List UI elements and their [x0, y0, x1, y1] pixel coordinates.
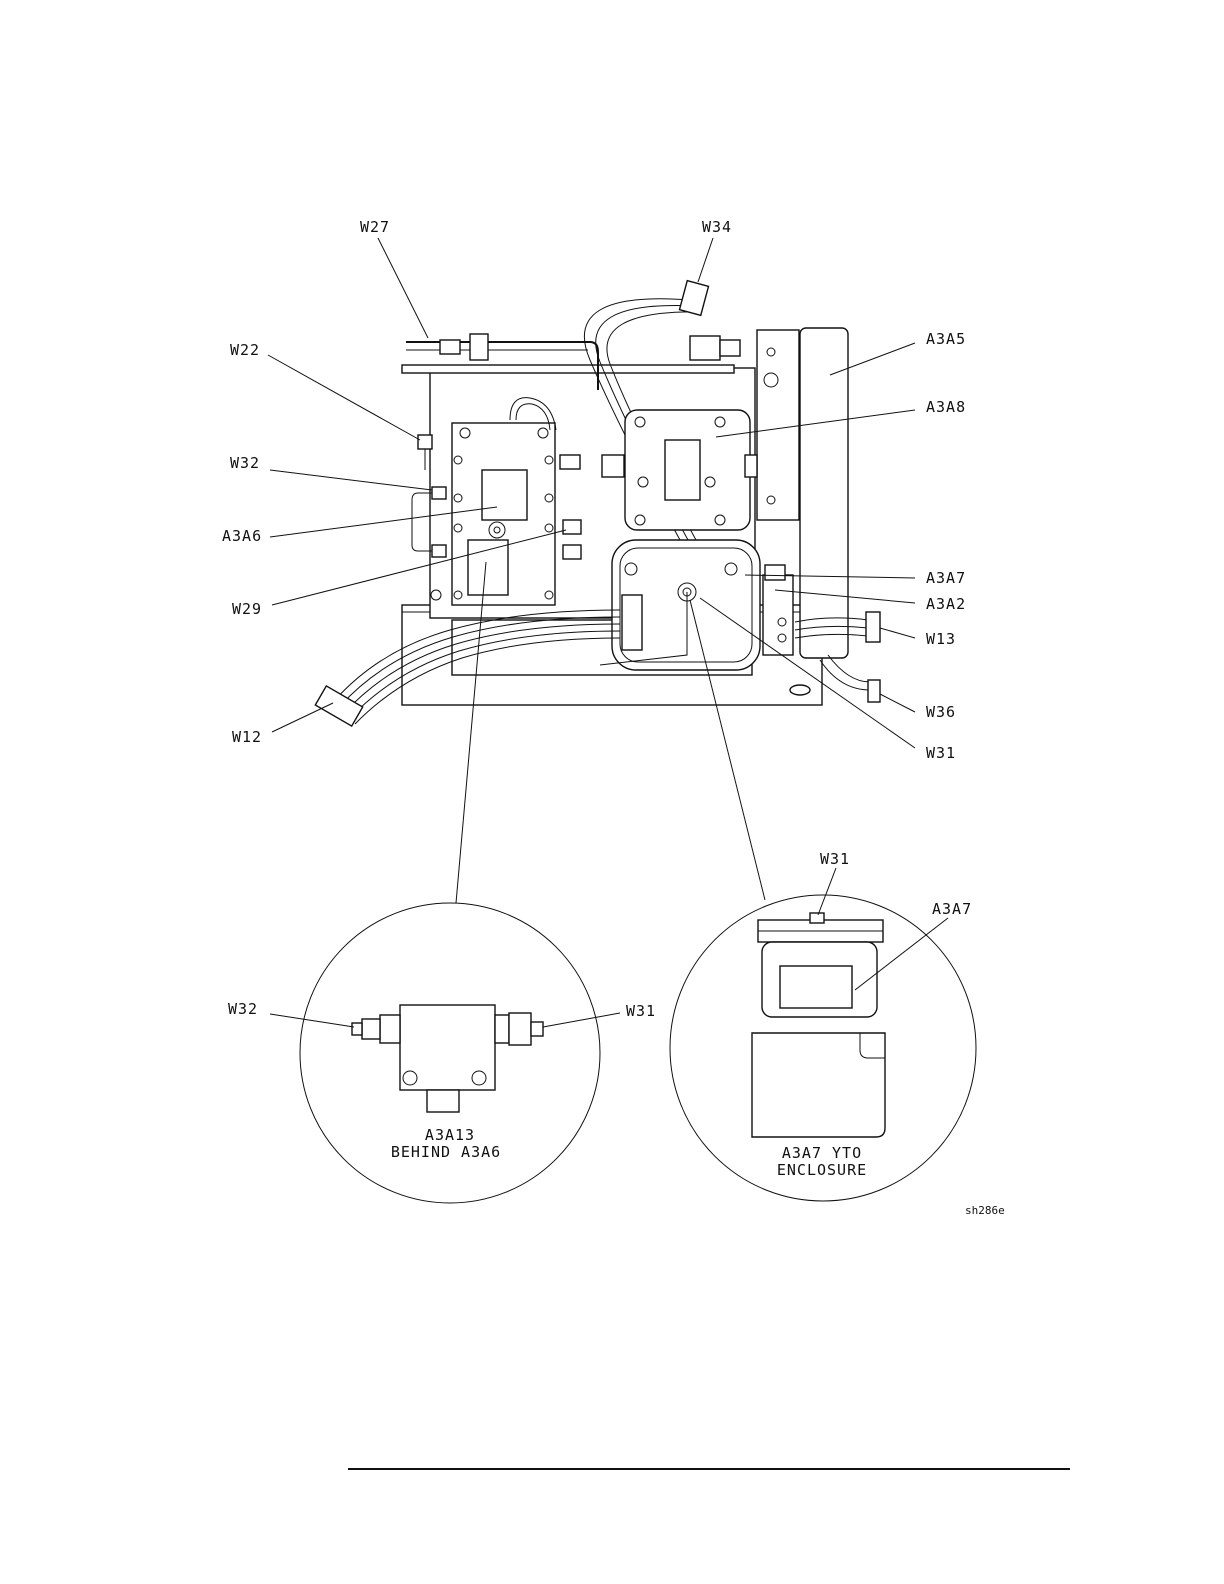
- label-a3a7: A3A7: [926, 569, 966, 587]
- detail-left-label-w32: W32: [228, 1000, 258, 1018]
- label-a3a2: A3A2: [926, 595, 966, 613]
- w13-connector: [866, 612, 880, 642]
- label-w13: W13: [926, 630, 956, 648]
- label-w32: W32: [230, 454, 260, 472]
- a3a6-lower-window: [468, 540, 508, 595]
- detail-right-label-w31: W31: [820, 850, 850, 868]
- a3a5-bracket: [757, 330, 799, 520]
- a3a6-window: [482, 470, 527, 520]
- w36-connector: [868, 680, 880, 702]
- w12-connector: [315, 686, 362, 726]
- yto-label-window: [780, 966, 852, 1008]
- a3a2-module: [763, 575, 793, 655]
- w22-connector: [418, 435, 432, 449]
- label-a3a5: A3A5: [926, 330, 966, 348]
- detail-right-label-a3a7: A3A7: [932, 900, 972, 918]
- w29-connector: [563, 520, 581, 534]
- detail-left-label-w31: W31: [626, 1002, 656, 1020]
- a3a13-body: [400, 1005, 495, 1090]
- label-w22: W22: [230, 341, 260, 359]
- a3a7-connector: [622, 595, 642, 650]
- label-w36: W36: [926, 703, 956, 721]
- label-a3a8: A3A8: [926, 398, 966, 416]
- label-w27: W27: [360, 218, 390, 236]
- a3a8-window: [665, 440, 700, 500]
- label-w31: W31: [926, 744, 956, 762]
- a3a5-module: [800, 328, 848, 658]
- figure-code: sh286e: [965, 1204, 1005, 1217]
- main-assembly: [315, 281, 880, 726]
- label-w29: W29: [232, 600, 262, 618]
- yto-enclosure: [752, 1033, 885, 1137]
- label-a3a6: A3A6: [222, 527, 262, 545]
- top-rail: [402, 365, 734, 373]
- detail-left-caption-1: A3A13: [425, 1126, 475, 1144]
- w32-connector: [432, 487, 446, 499]
- detail-right-caption-2: ENCLOSURE: [777, 1161, 867, 1179]
- detail-right-caption-1: A3A7 YTO: [782, 1144, 862, 1162]
- label-w34: W34: [702, 218, 732, 236]
- detail-left-caption-2: BEHIND A3A6: [391, 1143, 501, 1161]
- label-w12: W12: [232, 728, 262, 746]
- w34-connector: [679, 281, 708, 316]
